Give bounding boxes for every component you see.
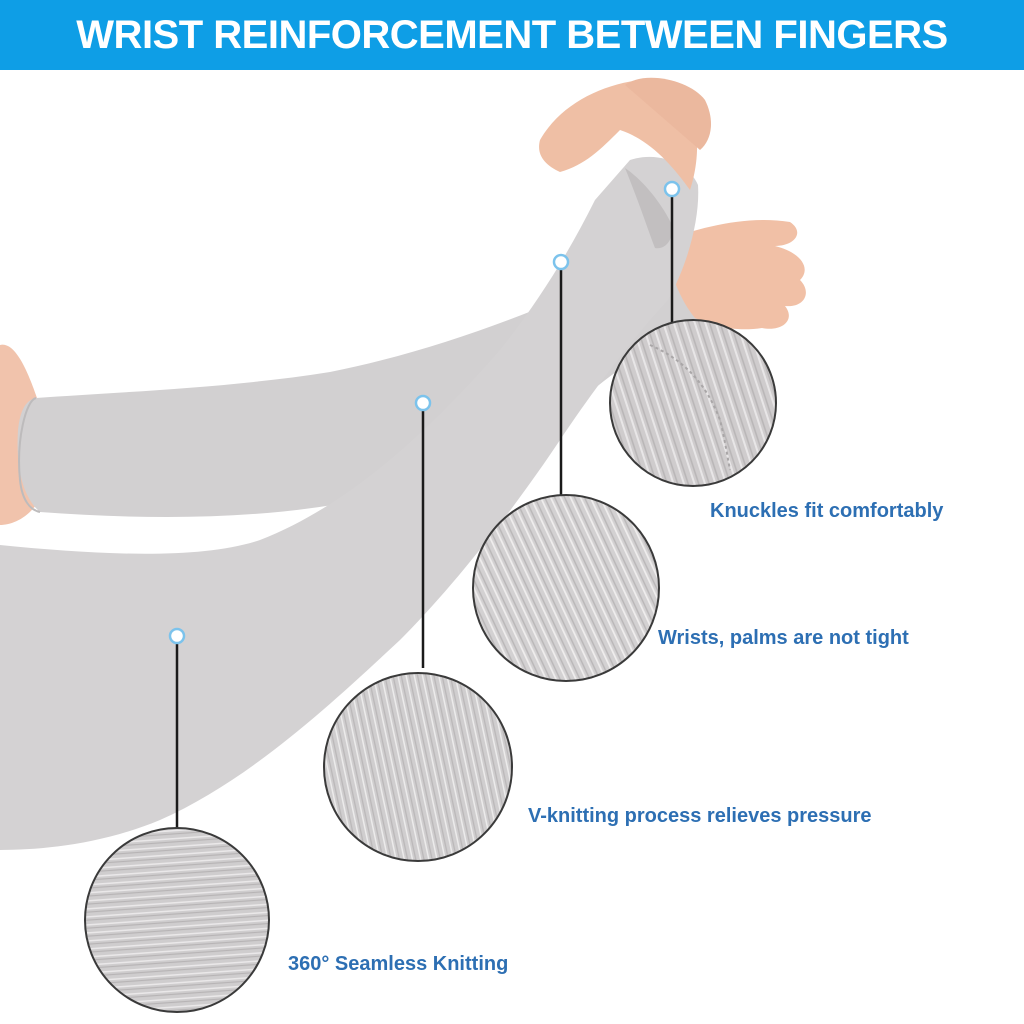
- page-title: WRIST REINFORCEMENT BETWEEN FINGERS: [76, 12, 948, 57]
- callout-label-vknitting: V-knitting process relieves pressure: [528, 805, 872, 827]
- callout-dots: [168, 180, 681, 645]
- callout-dot-2: [552, 253, 570, 271]
- fabric-zoom-seamless: [84, 827, 270, 1013]
- callout-label-wrists: Wrists, palms are not tight: [658, 627, 909, 649]
- callout-connectors: [175, 190, 674, 830]
- callout-label-seamless: 360° Seamless Knitting: [288, 953, 509, 975]
- callout-dot-1: [663, 180, 681, 198]
- title-banner: WRIST REINFORCEMENT BETWEEN FINGERS: [0, 0, 1024, 70]
- fabric-zoom-vknit: [323, 672, 513, 862]
- fabric-zoom-knuckles: [609, 319, 777, 487]
- callout-label-knuckles: Knuckles fit comfortably: [710, 500, 944, 522]
- front-arm-sleeve: [0, 156, 699, 850]
- hand-fingers: [665, 220, 806, 330]
- callout-dot-4: [168, 627, 186, 645]
- callout-dot-3: [414, 394, 432, 412]
- fabric-zoom-wrist: [472, 494, 660, 682]
